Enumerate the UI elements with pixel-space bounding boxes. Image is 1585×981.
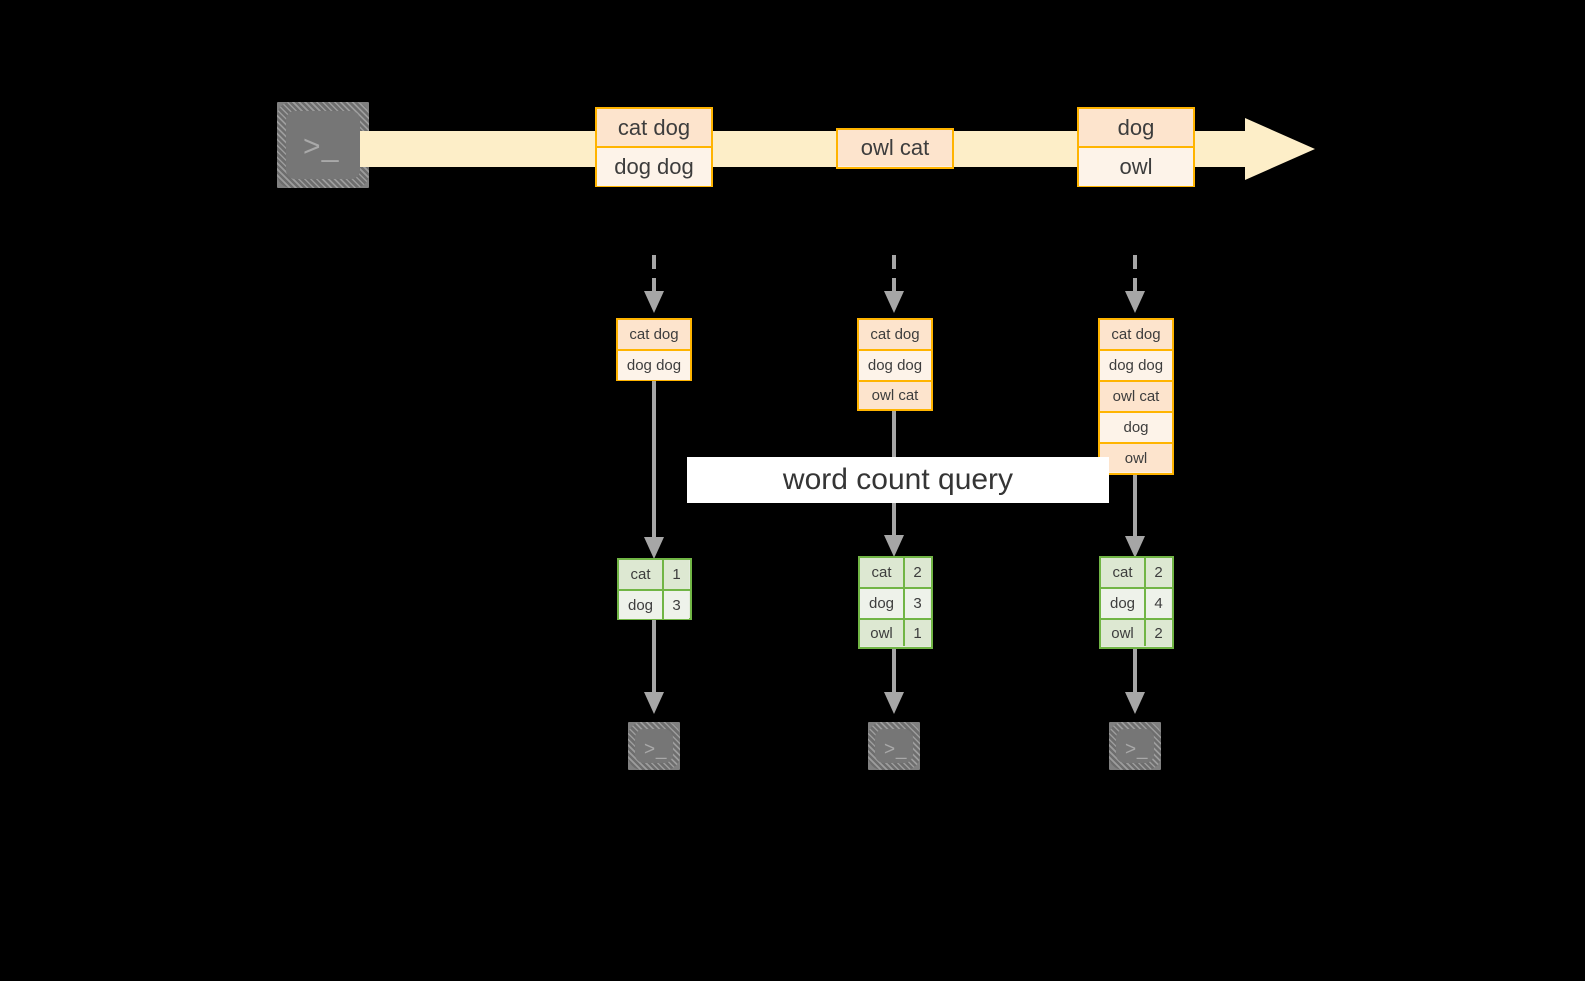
snapshot-input-line: cat dog [1100, 320, 1172, 351]
snapshot-input-line: dog dog [618, 351, 690, 380]
terminal-prompt-glyph: >_ [644, 739, 668, 760]
stream-event-box[interactable]: owl cat [836, 128, 954, 169]
snapshot-trigger-arrow [1125, 255, 1145, 313]
result-row: cat 1 [619, 560, 690, 591]
terminal-body [1116, 729, 1154, 763]
sink-connector-arrow [644, 620, 664, 714]
stream-event-line: cat dog [597, 109, 711, 148]
terminal-body [286, 111, 360, 179]
snapshot-input-line: dog dog [859, 351, 931, 382]
query-label-text: word count query [782, 463, 1014, 496]
result-row: dog 4 [1101, 589, 1172, 620]
result-word: dog [860, 589, 905, 618]
result-count: 1 [905, 620, 930, 646]
snapshot-input-line: owl cat [1100, 382, 1172, 413]
terminal-prompt-glyph: >_ [1125, 739, 1149, 760]
snapshot-trigger-arrow [644, 255, 664, 313]
sink-terminal-icon[interactable]: >_ [619, 713, 689, 779]
snapshot-input-line: cat dog [618, 320, 690, 351]
sink-terminal-icon[interactable]: >_ [859, 713, 929, 779]
sink-connector-arrow [1125, 649, 1145, 714]
stream-event-box[interactable]: cat dog dog dog [595, 107, 713, 187]
source-terminal-icon[interactable]: >_ [268, 93, 378, 197]
sink-terminal-icon[interactable]: >_ [1100, 713, 1170, 779]
result-table[interactable]: cat 1 dog 3 [617, 558, 692, 620]
result-row: cat 2 [860, 558, 931, 589]
snapshot-input-box[interactable]: cat dog dog dog owl cat dog owl [1098, 318, 1174, 475]
snapshot-input-box[interactable]: cat dog dog dog [616, 318, 692, 381]
terminal-prompt-glyph: >_ [303, 130, 340, 163]
snapshot-input-line: owl [1100, 444, 1172, 472]
result-count: 4 [1146, 589, 1171, 618]
terminal-prompt-glyph: >_ [884, 739, 908, 760]
terminal-body [875, 729, 913, 763]
result-word: cat [619, 560, 664, 589]
result-word: owl [860, 620, 905, 646]
result-count: 2 [905, 558, 930, 587]
sink-connector-arrow [884, 649, 904, 714]
query-connector-arrow [644, 381, 664, 559]
stream-event-box[interactable]: dog owl [1077, 107, 1195, 187]
stream-event-line: dog [1079, 109, 1193, 148]
snapshot-input-line: dog [1100, 413, 1172, 444]
snapshot-input-line: cat dog [859, 320, 931, 351]
result-word: cat [860, 558, 905, 587]
result-word: dog [1101, 589, 1146, 618]
result-count: 2 [1146, 620, 1171, 646]
result-row: owl 1 [860, 620, 931, 646]
result-row: owl 2 [1101, 620, 1172, 646]
result-count: 2 [1146, 558, 1171, 587]
stream-event-line: owl cat [838, 130, 952, 166]
query-label-band: word count query [687, 457, 1109, 503]
result-word: owl [1101, 620, 1146, 646]
terminal-body [635, 729, 673, 763]
result-row: dog 3 [860, 589, 931, 620]
snapshot-input-line: dog dog [1100, 351, 1172, 382]
result-row: cat 2 [1101, 558, 1172, 589]
result-table[interactable]: cat 2 dog 3 owl 1 [858, 556, 933, 649]
result-count: 3 [905, 589, 930, 618]
result-count: 3 [664, 591, 689, 619]
snapshot-input-box[interactable]: cat dog dog dog owl cat [857, 318, 933, 411]
result-row: dog 3 [619, 591, 690, 619]
stream-event-line: dog dog [597, 148, 711, 186]
stream-event-line: owl [1079, 148, 1193, 186]
result-word: cat [1101, 558, 1146, 587]
query-connector-arrow [1125, 475, 1145, 558]
result-count: 1 [664, 560, 689, 589]
result-table[interactable]: cat 2 dog 4 owl 2 [1099, 556, 1174, 649]
snapshot-input-line: owl cat [859, 382, 931, 409]
result-word: dog [619, 591, 664, 619]
snapshot-trigger-arrow [884, 255, 904, 313]
